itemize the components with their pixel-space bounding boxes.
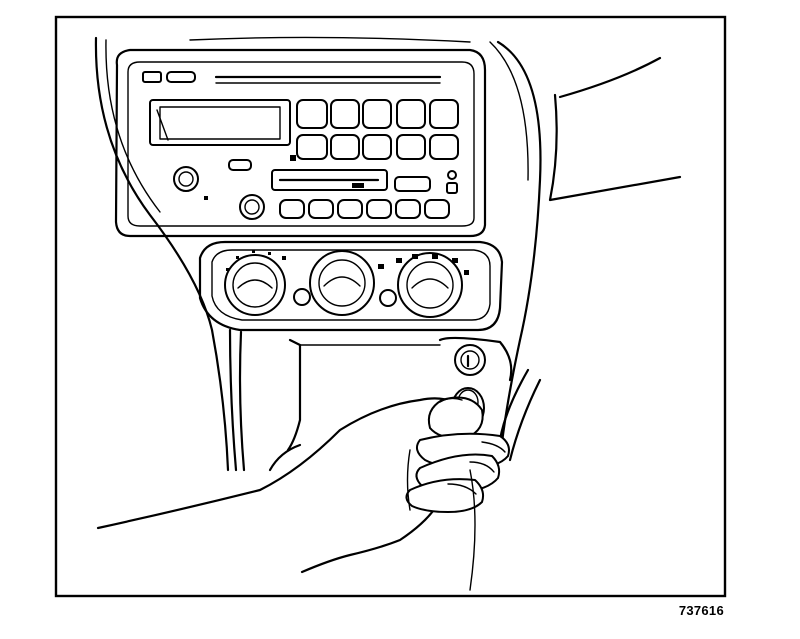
radio-small-button — [142, 71, 162, 83]
radio-preset-button — [296, 99, 328, 129]
radio-preset-button — [396, 99, 426, 129]
radio-preset-button — [396, 134, 426, 160]
volume-knob — [173, 166, 199, 192]
radio-small-button — [228, 159, 252, 171]
floor-tunnel-line — [469, 469, 476, 591]
radio-function-button — [337, 199, 363, 219]
radio-display — [149, 99, 291, 146]
radio-preset-button — [429, 134, 459, 160]
climate-control-panel — [198, 240, 504, 332]
radio-preset-button — [296, 134, 328, 160]
recirculation-button — [293, 288, 311, 306]
radio-preset-button — [362, 99, 392, 129]
radio-function-button — [308, 199, 334, 219]
radio-small-button — [394, 176, 431, 192]
radio-small-button — [166, 71, 196, 83]
cigarette-lighter-socket — [454, 344, 486, 376]
radio-function-button — [395, 199, 421, 219]
radio-function-button — [366, 199, 392, 219]
hand — [96, 387, 510, 574]
fan-speed-dial — [224, 254, 286, 316]
radio-preset-button — [330, 134, 360, 160]
ac-button — [379, 289, 397, 307]
dashboard-outline — [94, 36, 682, 472]
radio-function-button — [279, 199, 305, 219]
radio-unit — [114, 48, 487, 238]
tuning-knob — [239, 194, 265, 220]
figure-number: 737616 — [678, 603, 724, 618]
radio-preset-button — [330, 99, 360, 129]
radio-preset-button — [429, 99, 459, 129]
radio-preset-button — [362, 134, 392, 160]
figure-frame — [54, 15, 727, 598]
radio-function-button — [424, 199, 450, 219]
center-console — [286, 336, 513, 452]
